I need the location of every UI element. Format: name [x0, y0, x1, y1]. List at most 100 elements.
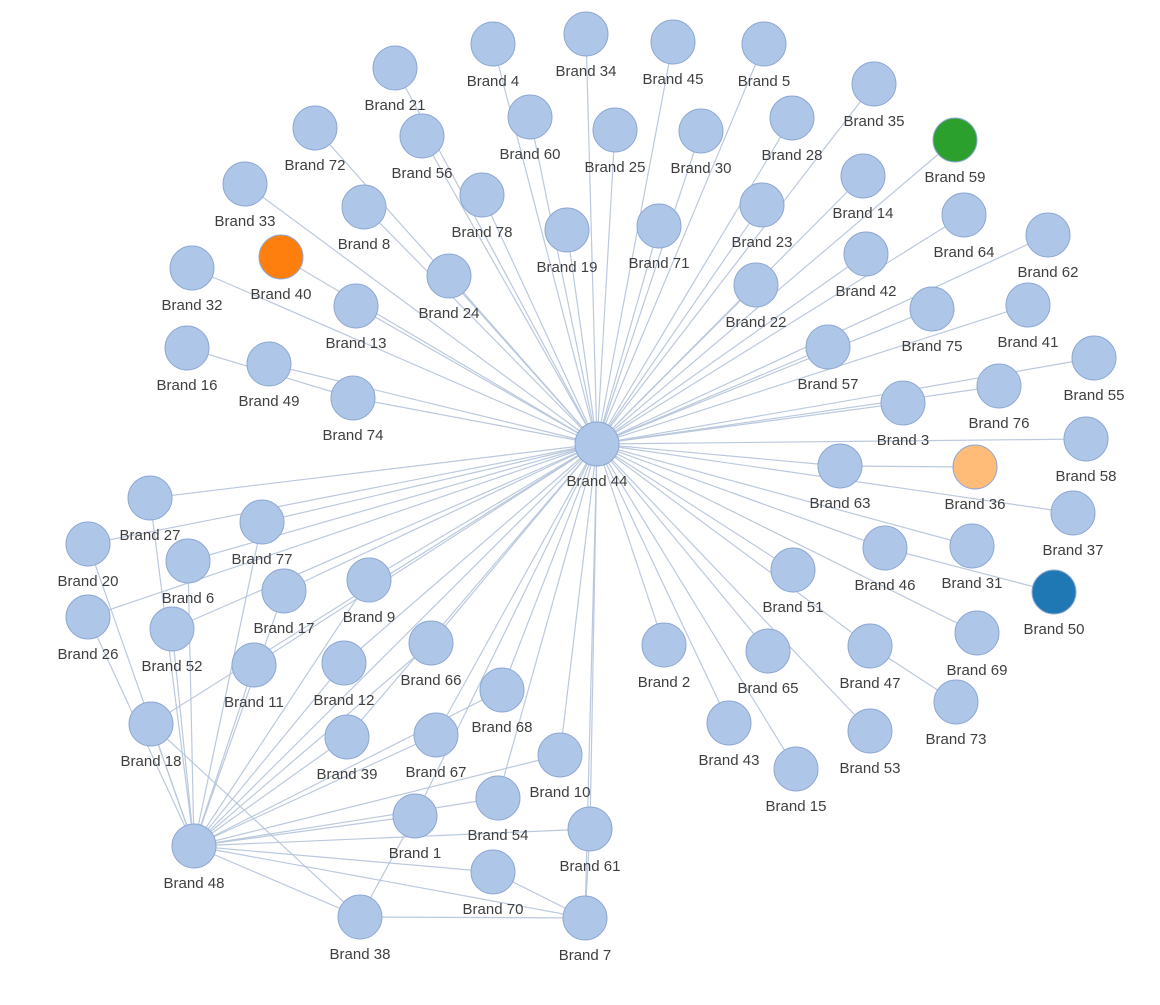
node-circle[interactable] — [292, 105, 338, 151]
node-circle[interactable] — [222, 161, 268, 207]
node-circle[interactable] — [341, 184, 387, 230]
node-brand-34[interactable]: Brand 34 — [556, 11, 617, 80]
node-circle[interactable] — [949, 523, 995, 569]
node-circle[interactable] — [1025, 212, 1071, 258]
node-brand-27[interactable]: Brand 27 — [120, 475, 181, 544]
node-brand-43[interactable]: Brand 43 — [699, 700, 760, 769]
node-circle[interactable] — [537, 732, 583, 778]
node-brand-12[interactable]: Brand 12 — [314, 640, 375, 709]
node-brand-3[interactable]: Brand 3 — [877, 380, 930, 449]
node-brand-1[interactable]: Brand 1 — [389, 793, 442, 862]
node-circle[interactable] — [258, 234, 304, 280]
node-brand-77[interactable]: Brand 77 — [232, 499, 293, 568]
node-brand-48[interactable]: Brand 48 — [164, 823, 225, 892]
node-circle[interactable] — [851, 61, 897, 107]
node-brand-9[interactable]: Brand 9 — [343, 557, 396, 626]
node-brand-28[interactable]: Brand 28 — [762, 95, 823, 164]
node-circle[interactable] — [470, 21, 516, 67]
node-circle[interactable] — [847, 623, 893, 669]
node-brand-72[interactable]: Brand 72 — [285, 105, 346, 174]
node-brand-40[interactable]: Brand 40 — [251, 234, 312, 303]
node-brand-5[interactable]: Brand 5 — [738, 21, 791, 90]
node-brand-49[interactable]: Brand 49 — [239, 341, 300, 410]
node-circle[interactable] — [805, 324, 851, 370]
node-brand-59[interactable]: Brand 59 — [925, 117, 986, 186]
node-circle[interactable] — [1071, 335, 1117, 381]
node-circle[interactable] — [330, 375, 376, 421]
node-circle[interactable] — [770, 547, 816, 593]
node-brand-26[interactable]: Brand 26 — [58, 594, 119, 663]
node-circle[interactable] — [149, 606, 195, 652]
node-circle[interactable] — [862, 525, 908, 571]
node-circle[interactable] — [706, 700, 752, 746]
node-brand-60[interactable]: Brand 60 — [500, 94, 561, 163]
node-brand-42[interactable]: Brand 42 — [836, 231, 897, 300]
node-brand-71[interactable]: Brand 71 — [629, 203, 690, 272]
node-brand-30[interactable]: Brand 30 — [671, 108, 732, 177]
node-brand-66[interactable]: Brand 66 — [401, 620, 462, 689]
node-circle[interactable] — [246, 341, 292, 387]
node-brand-61[interactable]: Brand 61 — [560, 806, 621, 875]
node-brand-73[interactable]: Brand 73 — [926, 679, 987, 748]
node-circle[interactable] — [128, 701, 174, 747]
node-brand-67[interactable]: Brand 67 — [406, 712, 467, 781]
node-brand-68[interactable]: Brand 68 — [472, 667, 533, 736]
node-brand-23[interactable]: Brand 23 — [732, 182, 793, 251]
node-brand-51[interactable]: Brand 51 — [763, 547, 824, 616]
node-circle[interactable] — [678, 108, 724, 154]
node-circle[interactable] — [563, 11, 609, 57]
node-brand-16[interactable]: Brand 16 — [157, 325, 218, 394]
node-circle[interactable] — [880, 380, 926, 426]
node-circle[interactable] — [392, 793, 438, 839]
node-brand-21[interactable]: Brand 21 — [365, 45, 426, 114]
node-brand-76[interactable]: Brand 76 — [969, 363, 1030, 432]
node-brand-31[interactable]: Brand 31 — [942, 523, 1003, 592]
node-circle[interactable] — [346, 557, 392, 603]
node-circle[interactable] — [952, 444, 998, 490]
node-brand-39[interactable]: Brand 39 — [317, 714, 378, 783]
node-circle[interactable] — [650, 19, 696, 65]
node-circle[interactable] — [574, 421, 620, 467]
node-circle[interactable] — [507, 94, 553, 140]
node-circle[interactable] — [567, 806, 613, 852]
node-circle[interactable] — [733, 262, 779, 308]
node-circle[interactable] — [941, 192, 987, 238]
node-circle[interactable] — [741, 21, 787, 67]
node-brand-58[interactable]: Brand 58 — [1056, 416, 1117, 485]
node-circle[interactable] — [769, 95, 815, 141]
node-brand-36[interactable]: Brand 36 — [945, 444, 1006, 513]
node-brand-69[interactable]: Brand 69 — [947, 610, 1008, 679]
node-circle[interactable] — [636, 203, 682, 249]
node-brand-13[interactable]: Brand 13 — [326, 283, 387, 352]
node-circle[interactable] — [321, 640, 367, 686]
node-circle[interactable] — [592, 107, 638, 153]
node-circle[interactable] — [1031, 569, 1077, 615]
node-circle[interactable] — [470, 849, 516, 895]
node-circle[interactable] — [65, 521, 111, 567]
node-brand-20[interactable]: Brand 20 — [58, 521, 119, 590]
node-circle[interactable] — [840, 153, 886, 199]
node-brand-2[interactable]: Brand 2 — [638, 622, 691, 691]
node-brand-15[interactable]: Brand 15 — [766, 746, 827, 815]
node-circle[interactable] — [127, 475, 173, 521]
node-circle[interactable] — [333, 283, 379, 329]
node-circle[interactable] — [641, 622, 687, 668]
node-brand-47[interactable]: Brand 47 — [840, 623, 901, 692]
node-brand-46[interactable]: Brand 46 — [855, 525, 916, 594]
node-circle[interactable] — [954, 610, 1000, 656]
node-brand-56[interactable]: Brand 56 — [392, 113, 453, 182]
node-brand-57[interactable]: Brand 57 — [798, 324, 859, 393]
node-circle[interactable] — [479, 667, 525, 713]
node-brand-6[interactable]: Brand 6 — [162, 538, 215, 607]
node-brand-74[interactable]: Brand 74 — [323, 375, 384, 444]
node-brand-24[interactable]: Brand 24 — [419, 253, 480, 322]
node-circle[interactable] — [909, 286, 955, 332]
node-circle[interactable] — [739, 182, 785, 228]
node-brand-54[interactable]: Brand 54 — [468, 775, 529, 844]
node-circle[interactable] — [231, 642, 277, 688]
node-brand-38[interactable]: Brand 38 — [330, 894, 391, 963]
node-circle[interactable] — [843, 231, 889, 277]
node-circle[interactable] — [932, 117, 978, 163]
node-circle[interactable] — [239, 499, 285, 545]
node-brand-17[interactable]: Brand 17 — [254, 568, 315, 637]
